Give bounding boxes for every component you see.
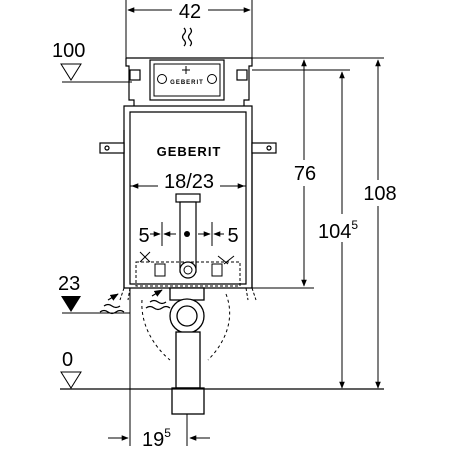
width-label: 42 <box>179 1 201 23</box>
level-top-label: 100 <box>52 40 85 62</box>
pipe-spacing-label: 18/23 <box>164 171 214 193</box>
mounting-brackets <box>99 142 277 154</box>
outlet-offset-label: 195 <box>142 426 171 450</box>
height-max-label: 108 <box>363 183 396 205</box>
brand-label: GEBERIT <box>157 144 222 159</box>
height-total-label: 1045 <box>318 218 358 243</box>
supply-wave-symbols <box>99 289 171 315</box>
pan-outline <box>141 293 231 361</box>
level-supply-marker <box>61 296 81 312</box>
height-actuation-label: 76 <box>294 163 316 185</box>
offset-right-label: 5 <box>227 225 238 247</box>
plate-logo: GEBERIT <box>170 80 204 86</box>
actuator-plate: GEBERIT <box>149 59 225 101</box>
level-top-marker <box>60 63 82 81</box>
level-supply-label: 23 <box>58 273 80 295</box>
supply-connection <box>135 251 241 287</box>
level-floor-marker <box>60 371 82 389</box>
frame-body <box>123 57 253 289</box>
outlet-pipe <box>169 287 205 415</box>
level-floor-label: 0 <box>62 349 73 371</box>
offset-left-label: 5 <box>138 225 149 247</box>
water-supply-symbol <box>181 27 193 47</box>
